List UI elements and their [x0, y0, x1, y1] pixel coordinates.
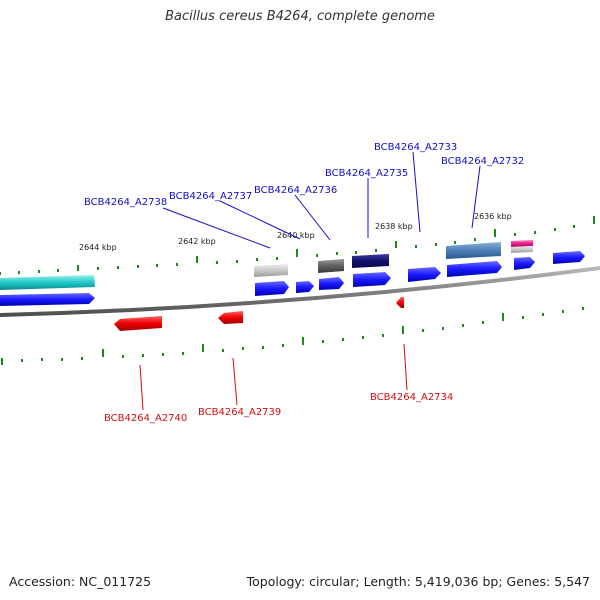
feature-pink-gray — [511, 246, 533, 253]
scale-label-2642: 2642 kbp — [178, 237, 216, 246]
scale-label-2640: 2640 kbp — [277, 231, 315, 240]
label-leader-lines — [139, 151, 481, 411]
upper-scale-ticks — [0, 216, 595, 275]
gene-arrow — [255, 281, 289, 296]
feature-darkgray — [318, 259, 344, 273]
feature-navy — [352, 254, 389, 268]
feature-pink — [511, 240, 533, 247]
gene-arrow — [353, 272, 391, 287]
reverse-strand-genes — [114, 297, 404, 331]
gene-arrow — [218, 311, 243, 324]
gene-label-a2732[interactable]: BCB4264_A2732 — [441, 156, 524, 167]
gene-arrow — [408, 267, 441, 282]
gene-label-a2739[interactable]: BCB4264_A2739 — [198, 407, 281, 418]
scale-label-2644: 2644 kbp — [79, 243, 117, 252]
feature-cyan — [0, 275, 95, 290]
gene-label-a2735[interactable]: BCB4264_A2735 — [325, 168, 408, 179]
gene-label-a2736[interactable]: BCB4264_A2736 — [254, 185, 337, 196]
gene-label-a2738[interactable]: BCB4264_A2738 — [84, 197, 167, 208]
gene-arrow — [553, 251, 585, 264]
gene-label-a2734[interactable]: BCB4264_A2734 — [370, 392, 453, 403]
lower-scale-ticks — [1, 307, 584, 365]
scale-label-2636: 2636 kbp — [474, 212, 512, 221]
scale-label-2638: 2638 kbp — [375, 222, 413, 231]
annotation-features — [0, 240, 533, 290]
accession-text: Accession: NC_011725 — [9, 574, 152, 589]
feature-steelblue — [446, 242, 501, 259]
genome-backbone — [0, 266, 600, 317]
gene-arrow — [447, 261, 502, 277]
gene-arrow — [514, 257, 535, 270]
gene-label-a2733[interactable]: BCB4264_A2733 — [374, 142, 457, 153]
map-title: Bacillus cereus B4264, complete genome — [165, 9, 435, 24]
gene-arrow — [319, 277, 344, 290]
gene-arrow — [396, 297, 404, 308]
gene-label-a2740[interactable]: BCB4264_A2740 — [104, 413, 187, 424]
feature-lightgray — [254, 264, 288, 277]
gene-arrow — [114, 316, 162, 331]
forward-strand-genes — [0, 251, 585, 306]
genome-summary-text: Topology: circular; Length: 5,419,036 bp… — [246, 574, 590, 589]
gene-arrow — [296, 281, 314, 293]
gene-label-a2737[interactable]: BCB4264_A2737 — [169, 191, 252, 202]
gene-arrow — [0, 293, 95, 306]
